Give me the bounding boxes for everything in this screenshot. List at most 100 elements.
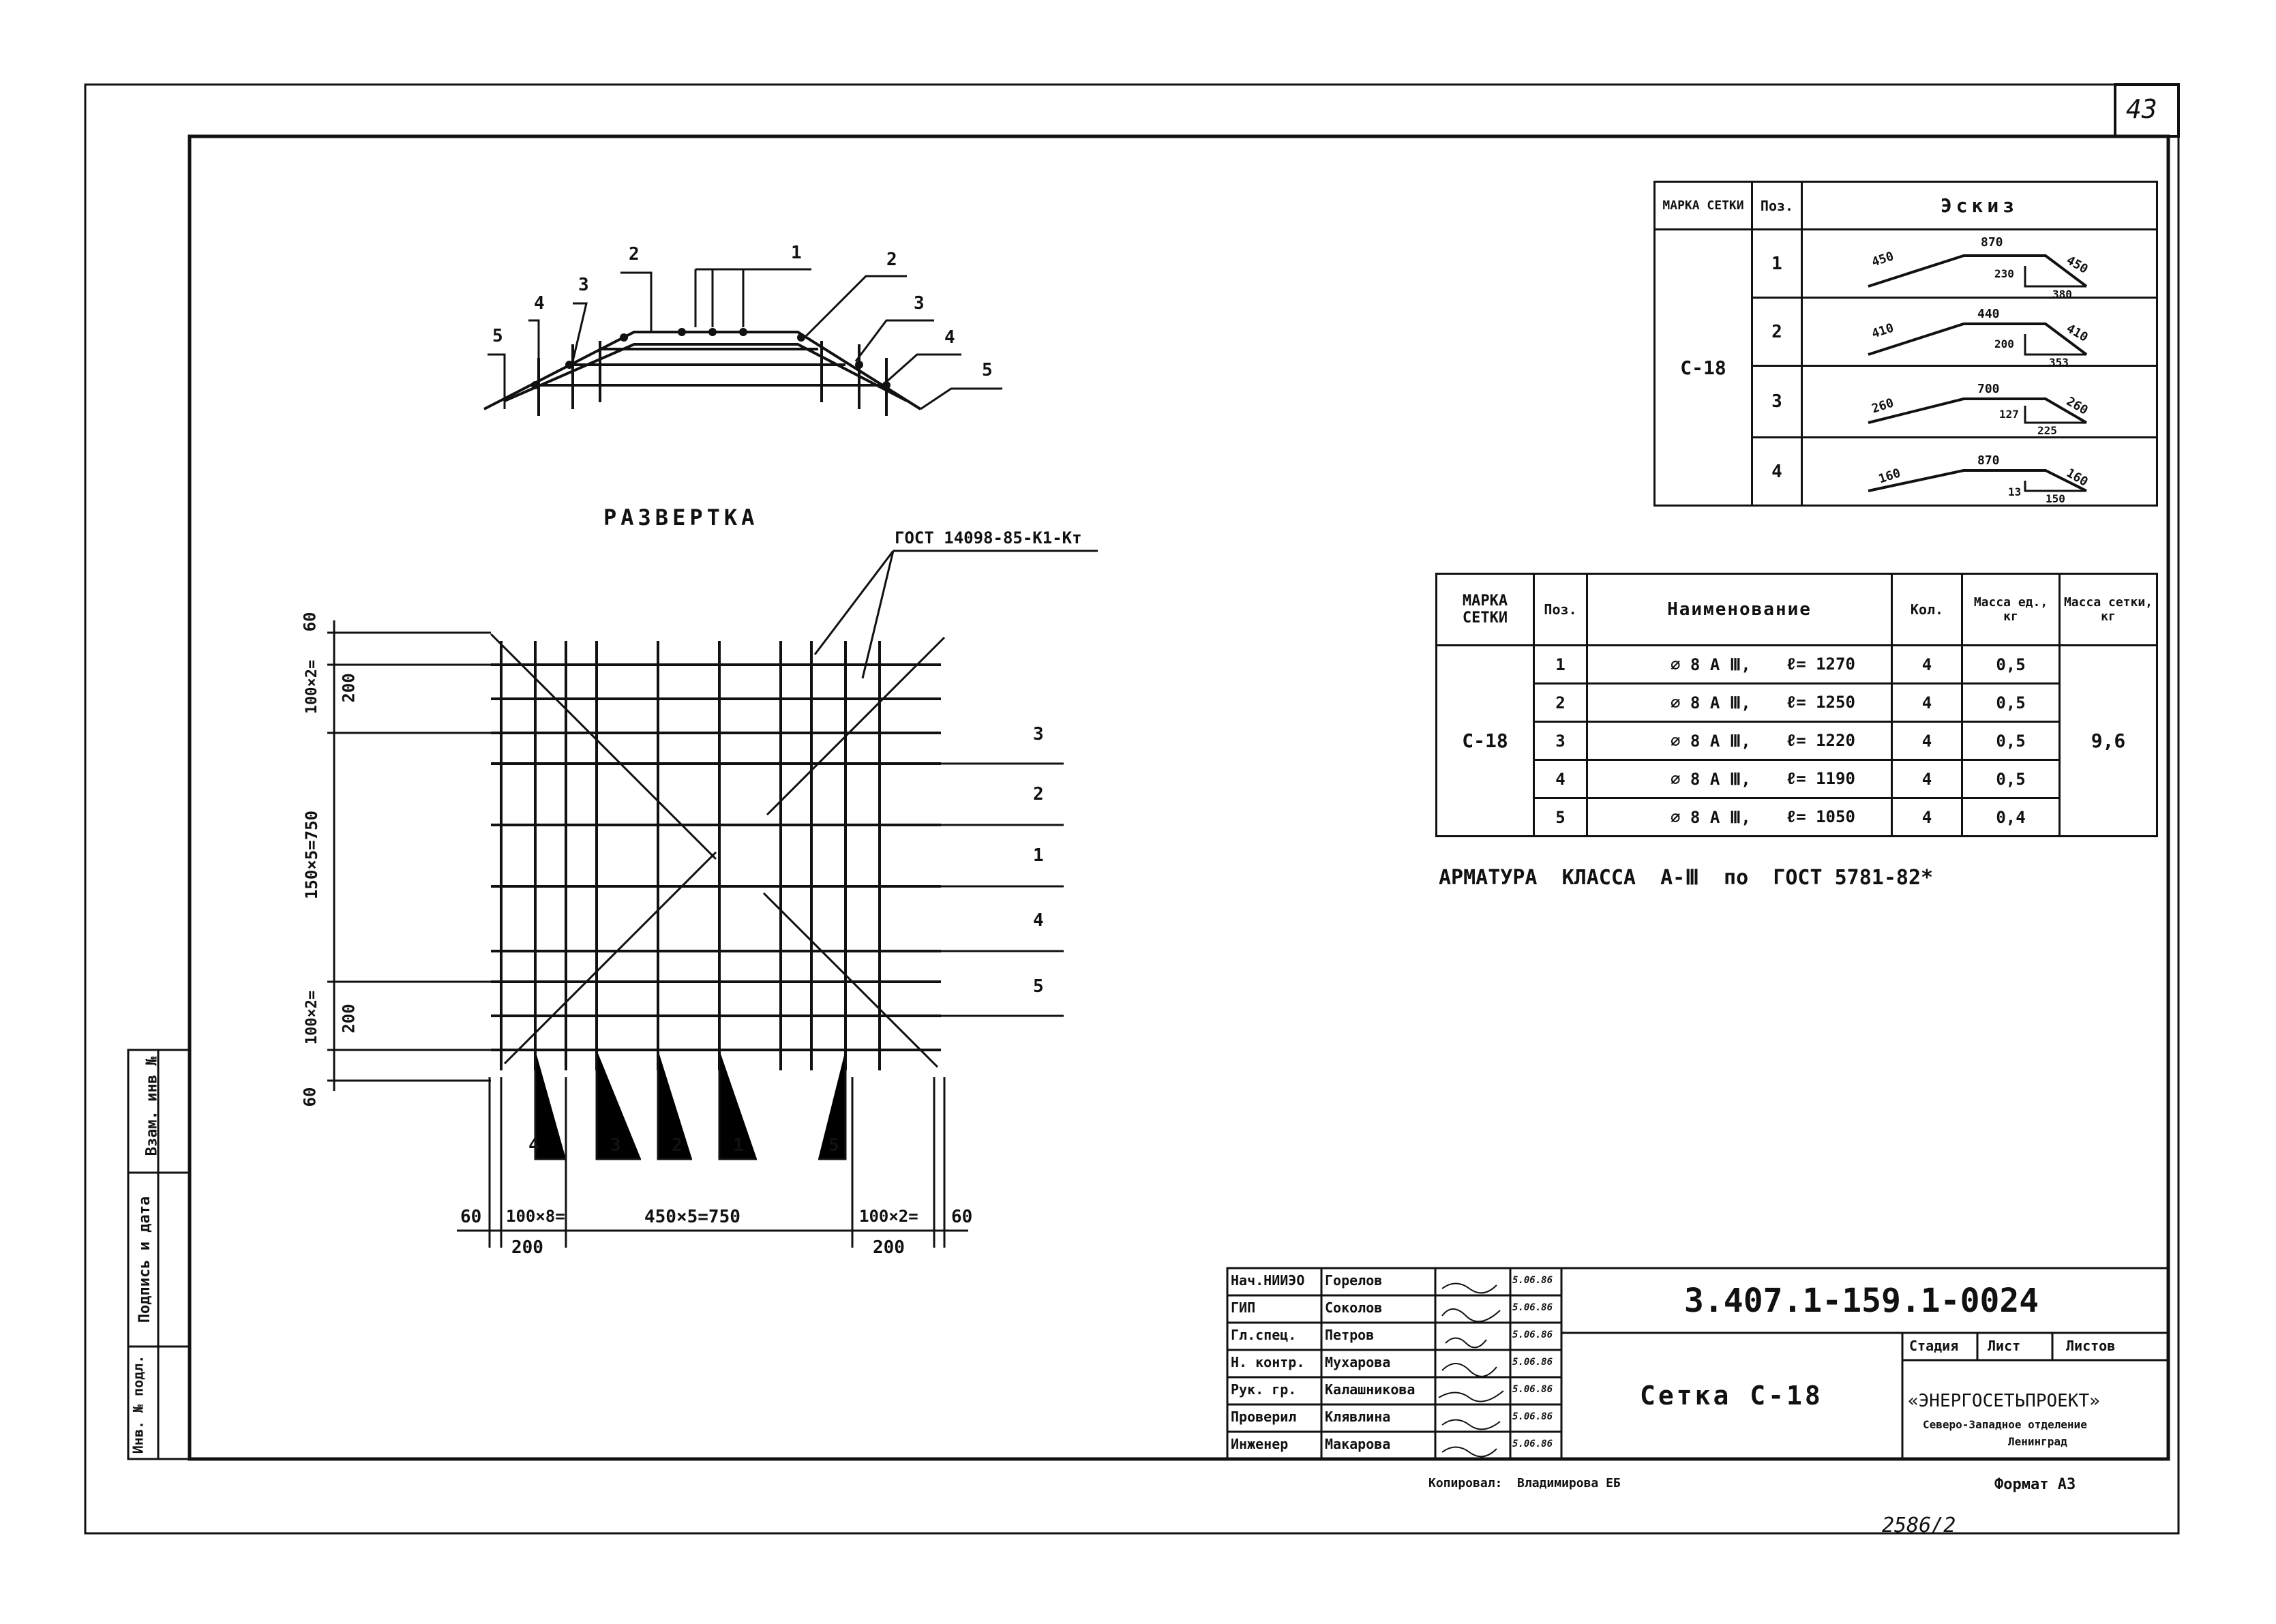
spec-name-2: ⌀ 8 А Ⅲ, <box>1585 682 1751 723</box>
tb-archive-no: 2586/2 <box>1882 1514 1956 1537</box>
right-label-4: 4 <box>1033 910 1044 931</box>
spec-mark: С-18 <box>1435 644 1535 837</box>
sketch-pos-3: 3 <box>1751 365 1803 438</box>
tb-name-5: Калашникова <box>1325 1381 1416 1398</box>
right-label-2: 2 <box>1033 784 1044 805</box>
spec-table: МАРКА СЕТКИ Поз. Наименование Кол. Масса… <box>1435 573 2158 837</box>
tb-role-6: Проверил <box>1231 1409 1297 1425</box>
sketch-pos-2: 2 <box>1751 297 1803 367</box>
right-label-5: 5 <box>1033 976 1044 997</box>
tb-copied-by: Копировал: Владимирова ЕБ <box>1428 1476 1621 1490</box>
sketch2-dim-c: 200 <box>1994 337 2014 350</box>
spec-header-qty: Кол. <box>1891 573 1963 646</box>
side-stamp-replacement: Взам. инв № <box>143 1056 161 1156</box>
left-dim-60-top: 60 <box>300 612 320 632</box>
tb-name-3: Петров <box>1325 1327 1375 1343</box>
reinforcement-note: АРМАТУРА КЛАССА А-Ⅲ по ГОСТ 5781-82* <box>1439 866 1934 890</box>
section-label-2-right: 2 <box>886 250 897 270</box>
spec-pos-1: 1 <box>1533 644 1588 685</box>
tb-role-4: Н. контр. <box>1231 1354 1305 1370</box>
tb-format: Формат А3 <box>1994 1476 2076 1493</box>
spec-total-mass: 9,6 <box>2058 644 2158 837</box>
bottom-label-5: 5 <box>828 1135 839 1156</box>
tb-date-7: 5.06.86 <box>1512 1439 1553 1449</box>
section-label-1: 1 <box>791 243 802 263</box>
spec-qty-1: 4 <box>1891 644 1963 685</box>
left-dim-200-top: 200 <box>339 673 359 703</box>
sketch4-dim-b: 870 <box>1977 453 2000 468</box>
spec-len-4: ℓ= 1190 <box>1750 759 1893 799</box>
sketch1-dim-e: 380 <box>2052 288 2072 301</box>
spec-pos-3: 3 <box>1533 721 1588 761</box>
section-label-5-right: 5 <box>982 360 993 380</box>
spec-qty-2: 4 <box>1891 682 1963 723</box>
spec-qty-4: 4 <box>1891 759 1963 799</box>
sketch3-dim-b: 700 <box>1977 382 2000 396</box>
tb-role-2: ГИП <box>1231 1299 1256 1316</box>
tb-role-7: Инженер <box>1231 1436 1289 1452</box>
bottom-label-3: 3 <box>610 1135 621 1156</box>
sketch4-dim-e: 150 <box>2046 492 2065 505</box>
sketch2-dim-e: 353 <box>2049 356 2069 369</box>
spec-pos-2: 2 <box>1533 682 1588 723</box>
sketch-pos-4: 4 <box>1751 436 1803 507</box>
spec-len-5: ℓ= 1050 <box>1750 797 1893 837</box>
left-dim-100x2-top: 100×2= <box>303 659 321 715</box>
sketch3-dim-c: 127 <box>1999 408 2019 421</box>
section-label-4-right: 4 <box>944 327 955 348</box>
sketch-pos-1: 1 <box>1751 228 1803 299</box>
right-label-3: 3 <box>1033 724 1044 745</box>
sheet-number: 43 <box>2126 94 2157 124</box>
sketch3-dim-e: 225 <box>2037 424 2057 437</box>
tb-sheets-header: Листов <box>2066 1338 2116 1354</box>
tb-date-3: 5.06.86 <box>1512 1329 1553 1340</box>
spec-name-3: ⌀ 8 А Ⅲ, <box>1585 721 1751 761</box>
bottom-dim-200-right: 200 <box>873 1237 905 1258</box>
tb-name-4: Мухарова <box>1325 1354 1391 1370</box>
tb-org-city: Ленинград <box>2008 1435 2067 1448</box>
tb-sheet-header: Лист <box>1988 1338 2021 1354</box>
tb-doc-code: 3.407.1-159.1-0024 <box>1684 1282 2039 1320</box>
tb-date-2: 5.06.86 <box>1512 1302 1553 1313</box>
sketch4-dim-c: 13 <box>2008 485 2022 498</box>
bottom-dim-200-left: 200 <box>511 1237 543 1258</box>
section-label-4-left: 4 <box>534 293 545 314</box>
bottom-label-1: 1 <box>733 1135 744 1156</box>
section-label-5-left: 5 <box>492 326 503 346</box>
tb-role-3: Гл.спец. <box>1231 1327 1297 1343</box>
tb-name-6: Клявлина <box>1325 1409 1391 1425</box>
spec-header-unit-mass: Масса ед., кг <box>1961 573 2061 646</box>
left-dim-750: 150×5=750 <box>302 810 322 900</box>
sketch-mark: С-18 <box>1653 228 1753 507</box>
spec-header-mark: МАРКА СЕТКИ <box>1435 573 1535 646</box>
tb-role-1: Нач.НИИЭО <box>1231 1272 1305 1289</box>
sketch-header-sketch: Эскиз <box>1801 181 2158 230</box>
sketch-header-pos: Поз. <box>1751 181 1803 230</box>
sketch2-dim-b: 440 <box>1977 307 2000 321</box>
side-stamp-original-inv: Инв. № подл. <box>130 1355 147 1454</box>
spec-len-2: ℓ= 1250 <box>1750 682 1893 723</box>
tb-date-4: 5.06.86 <box>1512 1357 1553 1368</box>
spec-header-pos: Поз. <box>1533 573 1588 646</box>
spec-name-4: ⌀ 8 А Ⅲ, <box>1585 759 1751 799</box>
spec-name-1: ⌀ 8 А Ⅲ, <box>1585 644 1751 685</box>
side-stamp-signature-date: Подпись и дата <box>136 1196 154 1323</box>
bottom-label-2: 2 <box>672 1135 683 1156</box>
bottom-label-4: 4 <box>528 1135 539 1156</box>
bottom-dim-750: 450×5=750 <box>644 1207 740 1227</box>
spec-mass-2: 0,5 <box>1961 682 2061 723</box>
tb-date-1: 5.06.86 <box>1512 1275 1553 1286</box>
spec-mass-3: 0,5 <box>1961 721 2061 761</box>
section-label-3-left: 3 <box>578 275 589 295</box>
sketch-table: МАРКА СЕТКИ Поз. Эскиз С-18 1 2 3 4 <box>1653 181 2158 507</box>
tb-date-5: 5.06.86 <box>1512 1384 1553 1395</box>
sketch1-dim-c: 230 <box>1994 267 2014 280</box>
sketch1-dim-b: 870 <box>1981 235 2003 250</box>
bottom-dim-100x2: 100×2= <box>859 1207 918 1226</box>
spec-qty-5: 4 <box>1891 797 1963 837</box>
spec-pos-5: 5 <box>1533 797 1588 837</box>
spec-mass-4: 0,5 <box>1961 759 2061 799</box>
tb-name-1: Горелов <box>1325 1272 1383 1289</box>
spec-header-total-mass: Масса сетки, кг <box>2058 573 2158 646</box>
left-dim-60-bottom: 60 <box>300 1087 320 1107</box>
